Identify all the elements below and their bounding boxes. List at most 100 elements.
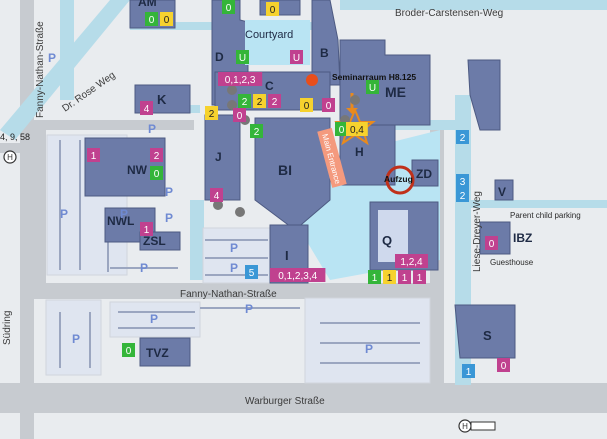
- floor-marker-m-h-04: 0,4: [346, 122, 368, 136]
- floor-marker-m-am-0b: 0: [160, 12, 173, 26]
- building-label-k: K: [157, 92, 167, 107]
- floor-marker-box: [210, 188, 223, 202]
- red-dot-icon: [306, 74, 318, 86]
- road-fanny-left: [34, 120, 46, 290]
- floor-marker-box: [395, 254, 428, 268]
- floor-marker-box: [140, 101, 153, 115]
- building-v: [494, 179, 514, 201]
- floor-marker-m-nw-2: 2: [150, 148, 163, 162]
- path-broder: [340, 0, 607, 10]
- floor-marker-m-c-2d: 2: [250, 124, 263, 138]
- floor-marker-text: 2: [254, 127, 260, 138]
- floor-marker-m-q-1c: 1: [398, 270, 411, 284]
- floor-marker-box: [366, 80, 379, 94]
- floor-marker-text: 4: [214, 191, 220, 202]
- floor-marker-m-liese-2: 2: [456, 130, 469, 144]
- floor-marker-box: [236, 50, 249, 64]
- floor-marker-text: 0: [339, 125, 345, 136]
- floor-marker-text: 1,2,4: [400, 257, 423, 268]
- floor-marker-text: 5: [249, 268, 255, 279]
- floor-marker-text: 3: [460, 177, 466, 188]
- floor-marker-text: 2: [460, 133, 466, 144]
- floor-marker-box: [145, 12, 158, 26]
- floor-marker-box: [300, 98, 313, 112]
- svg-text:H: H: [462, 422, 468, 431]
- floor-marker-text: 2: [154, 151, 160, 162]
- floor-marker-box: [383, 270, 396, 284]
- building-s: [454, 304, 516, 359]
- floor-marker-m-liese-2b: 2: [456, 188, 469, 202]
- floor-marker-text: 1: [466, 367, 472, 378]
- street-broder-label: Broder-Carstensen-Weg: [395, 8, 503, 19]
- floor-marker-box: [398, 270, 411, 284]
- floor-marker-text: 2: [242, 97, 248, 108]
- floor-marker-text: 0,4: [350, 125, 364, 136]
- building-label-nwl: NWL: [107, 214, 134, 228]
- building-j: [204, 114, 241, 201]
- floor-marker-box: [140, 222, 153, 236]
- floor-marker-text: 0: [270, 5, 276, 16]
- parking-p13: P: [365, 342, 373, 356]
- building-label-s: S: [483, 328, 492, 343]
- building-labels: AM D B C ME K BI J H ZD NW NWL ZSL I Q V…: [107, 0, 532, 360]
- parking-tvz: [109, 301, 201, 338]
- floor-marker-box: [462, 364, 475, 378]
- floor-marker-box: [122, 343, 135, 357]
- parking-p9: P: [230, 261, 238, 275]
- building-zsl: [139, 231, 181, 251]
- floor-marker-text: 4: [144, 104, 150, 115]
- floor-marker-box: [456, 174, 469, 188]
- floor-marker-box: [485, 236, 498, 250]
- floor-marker-text: 0: [326, 101, 332, 112]
- floor-marker-box: [456, 188, 469, 202]
- floor-marker-m-c-2a: 2: [238, 94, 251, 108]
- floor-marker-m-nw-0: 0: [150, 166, 163, 180]
- floor-marker-m-nw-1: 1: [87, 148, 100, 162]
- parking-p10: P: [245, 302, 253, 316]
- guesthouse-label: Guesthouse: [490, 258, 534, 267]
- floor-marker-box: [290, 50, 303, 64]
- building-b: [311, 0, 341, 86]
- street-fanny-vertical-label: Fanny-Nathan-Straße: [35, 21, 46, 118]
- floor-marker-text: 2: [272, 97, 278, 108]
- floor-marker-m-q-1a: 1: [368, 270, 381, 284]
- floor-marker-box: [335, 122, 348, 136]
- street-suedring-label: Südring: [2, 311, 13, 345]
- path-left: [190, 200, 204, 280]
- building-label-me: ME: [385, 84, 406, 100]
- floor-marker-m-q-124: 1,2,4: [395, 254, 428, 268]
- floor-marker-box: [250, 124, 263, 138]
- floor-marker-m-i-01234: 0,1,2,3,4: [270, 268, 326, 282]
- road-bus: [0, 143, 20, 153]
- floor-marker-m-i-5: 5: [245, 265, 258, 279]
- building-label-nw: NW: [127, 163, 148, 177]
- road-fanny-top: [34, 120, 194, 130]
- path-right: [471, 200, 607, 208]
- floor-marker-m-me-0: 0: [335, 122, 348, 136]
- building-me-right: [467, 59, 501, 131]
- building-label-ibz: IBZ: [513, 231, 532, 245]
- floor-marker-text: 0: [149, 15, 155, 26]
- street-fanny-horizontal-label: Fanny-Nathan-Straße: [180, 289, 277, 300]
- parking-p8: P: [230, 241, 238, 255]
- floor-marker-text: 0: [237, 111, 243, 122]
- courtyard-label: Courtyard: [245, 29, 293, 41]
- building-bi: [254, 117, 331, 231]
- floor-marker-text: 2: [209, 109, 215, 120]
- svg-text:H: H: [7, 153, 13, 162]
- road-fanny-horizontal: [34, 283, 444, 299]
- floor-marker-text: 0: [489, 239, 495, 250]
- floor-marker-m-top-0a: 0: [222, 0, 235, 14]
- floor-marker-m-s-1: 1: [462, 364, 475, 378]
- building-label-q: Q: [382, 233, 392, 248]
- floor-marker-m-me-u: U: [366, 80, 379, 94]
- building-label-i: I: [285, 248, 289, 263]
- building-label-bi: BI: [278, 162, 292, 178]
- floor-marker-box: [413, 270, 426, 284]
- road-suedring: [20, 0, 34, 439]
- bus-stop-lines: 4, 9, 58: [0, 132, 30, 142]
